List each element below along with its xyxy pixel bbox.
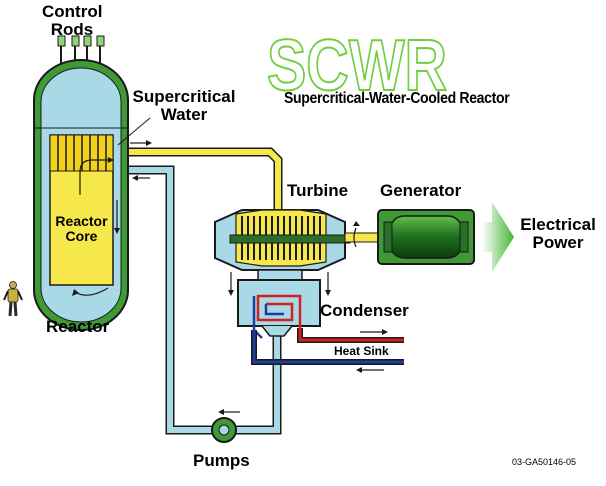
diagram-title: Supercritical-Water-Cooled Reactor (284, 90, 510, 107)
condenser-label: Condenser (320, 301, 409, 320)
pumps-label: Pumps (193, 451, 250, 470)
generator-label: Generator (380, 181, 462, 200)
scwr-logo-text: SCWR (267, 30, 447, 100)
person-scale-icon (3, 281, 23, 317)
control-rods-label: Control Rods (42, 3, 102, 39)
heat-sink-lines (251, 328, 404, 373)
feedwater-loop (120, 165, 282, 435)
pump (211, 417, 237, 443)
reactor-core (49, 134, 120, 296)
control-rods-label-line2: Rods (50, 19, 94, 39)
condenser (237, 279, 321, 340)
reactor-label: Reactor (46, 317, 110, 336)
supercritical-water-label-line1: Supercritical (132, 87, 236, 106)
turbine-label: Turbine (287, 181, 349, 200)
reactor-core-label-line2: Core (65, 227, 98, 244)
figure-id-label: 03-GA50146-05 (512, 457, 577, 467)
supercritical-water-label: Supercritical Water (124, 88, 244, 124)
heat-sink-label: Heat Sink (334, 344, 389, 358)
turbine (214, 209, 351, 281)
electrical-power-label: Electrical Power (512, 216, 604, 252)
electrical-power-label-line1: Electrical (520, 215, 596, 234)
reactor-core-label-line1: Reactor (55, 213, 108, 229)
supercritical-leader (117, 117, 151, 146)
scwr-logo: SCWR (266, 30, 448, 100)
control-rods-label-line1: Control (42, 2, 103, 21)
generator (377, 209, 475, 265)
supercritical-water-pipe (108, 147, 283, 210)
reactor-core-label: Reactor Core (50, 214, 113, 243)
supercritical-water-label-line2: Water (160, 104, 208, 124)
electrical-power-label-line2: Power (532, 232, 584, 252)
electrical-power-arrow (482, 202, 514, 272)
